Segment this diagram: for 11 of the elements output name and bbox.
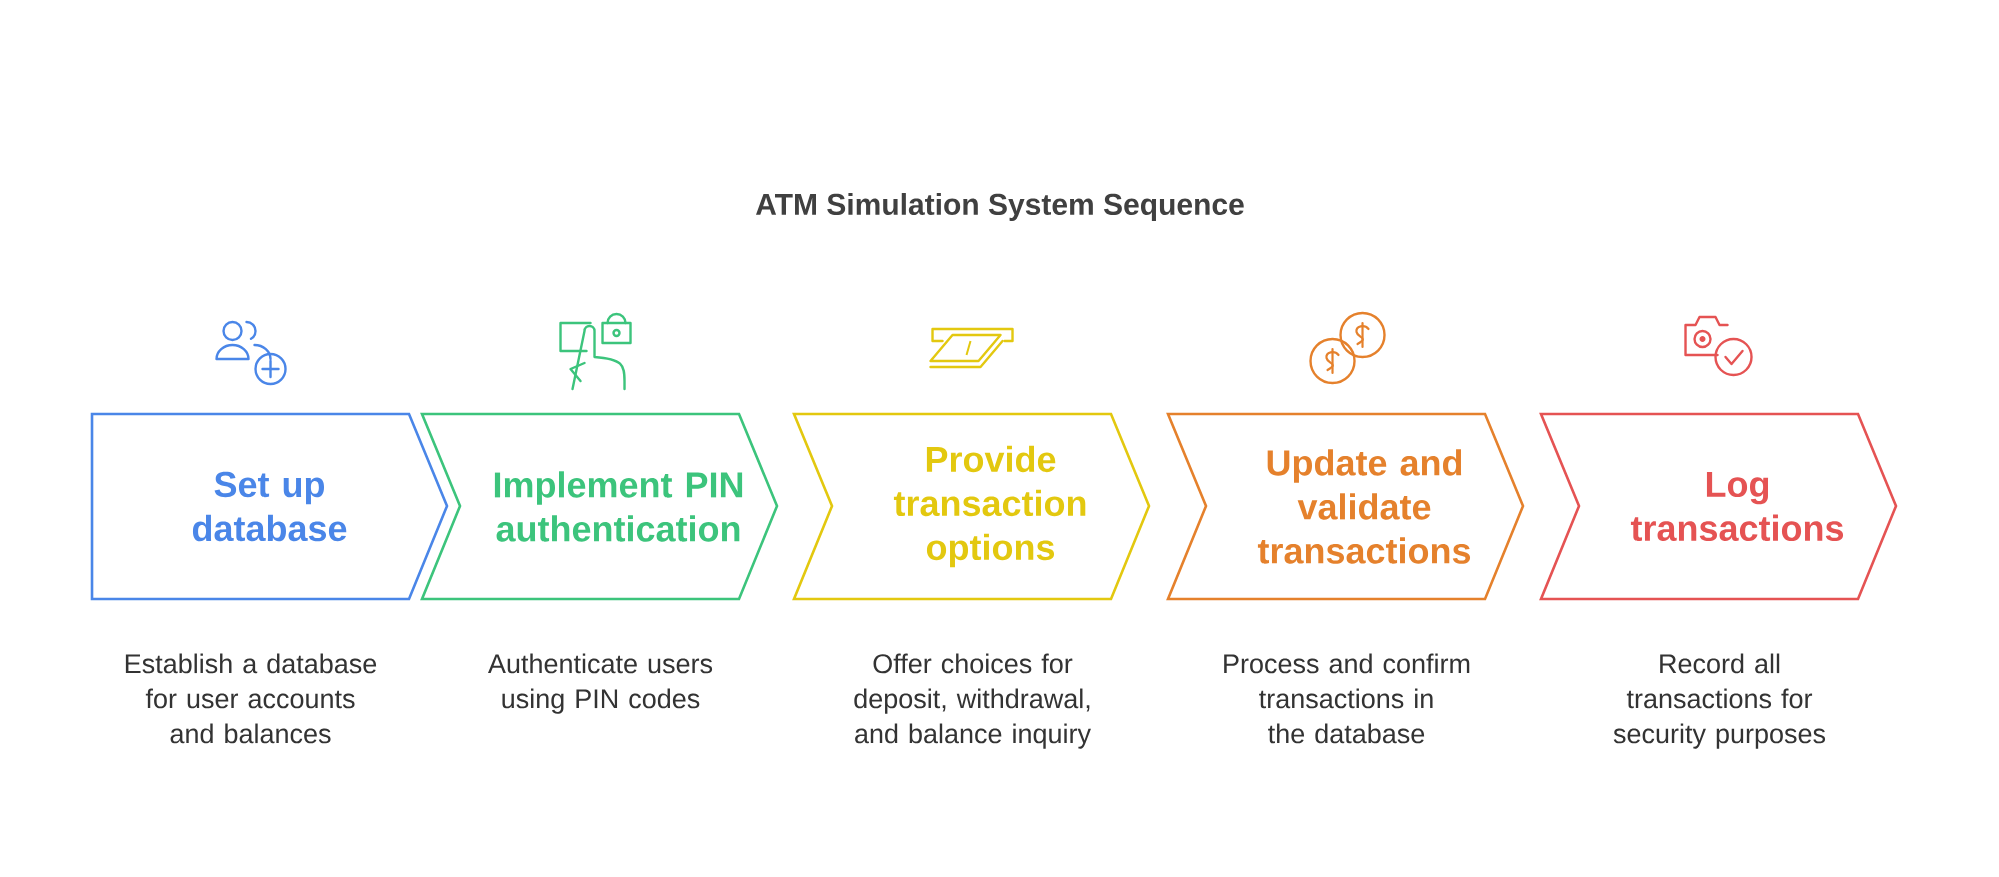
description: Process and confirm transactions in the database — [1224, 653, 1470, 744]
description: Authenticate users using PIN codes — [488, 653, 713, 714]
step-box: Provide transaction options — [792, 412, 1151, 601]
step-box: Update and validate transactions — [1166, 412, 1525, 601]
description: Establish a database for user accounts and balances — [125, 653, 377, 744]
step-box: Implement PIN authentication — [420, 412, 779, 601]
step-box: Set up database — [90, 412, 449, 601]
step-box: Log transactions — [1539, 412, 1898, 601]
description: Record all transactions for security purposes — [1613, 653, 1826, 749]
description: Offer choices for deposit, withdrawal, and balance inquiry — [854, 653, 1091, 749]
title: ATM Simulation System Sequence — [756, 193, 1244, 221]
